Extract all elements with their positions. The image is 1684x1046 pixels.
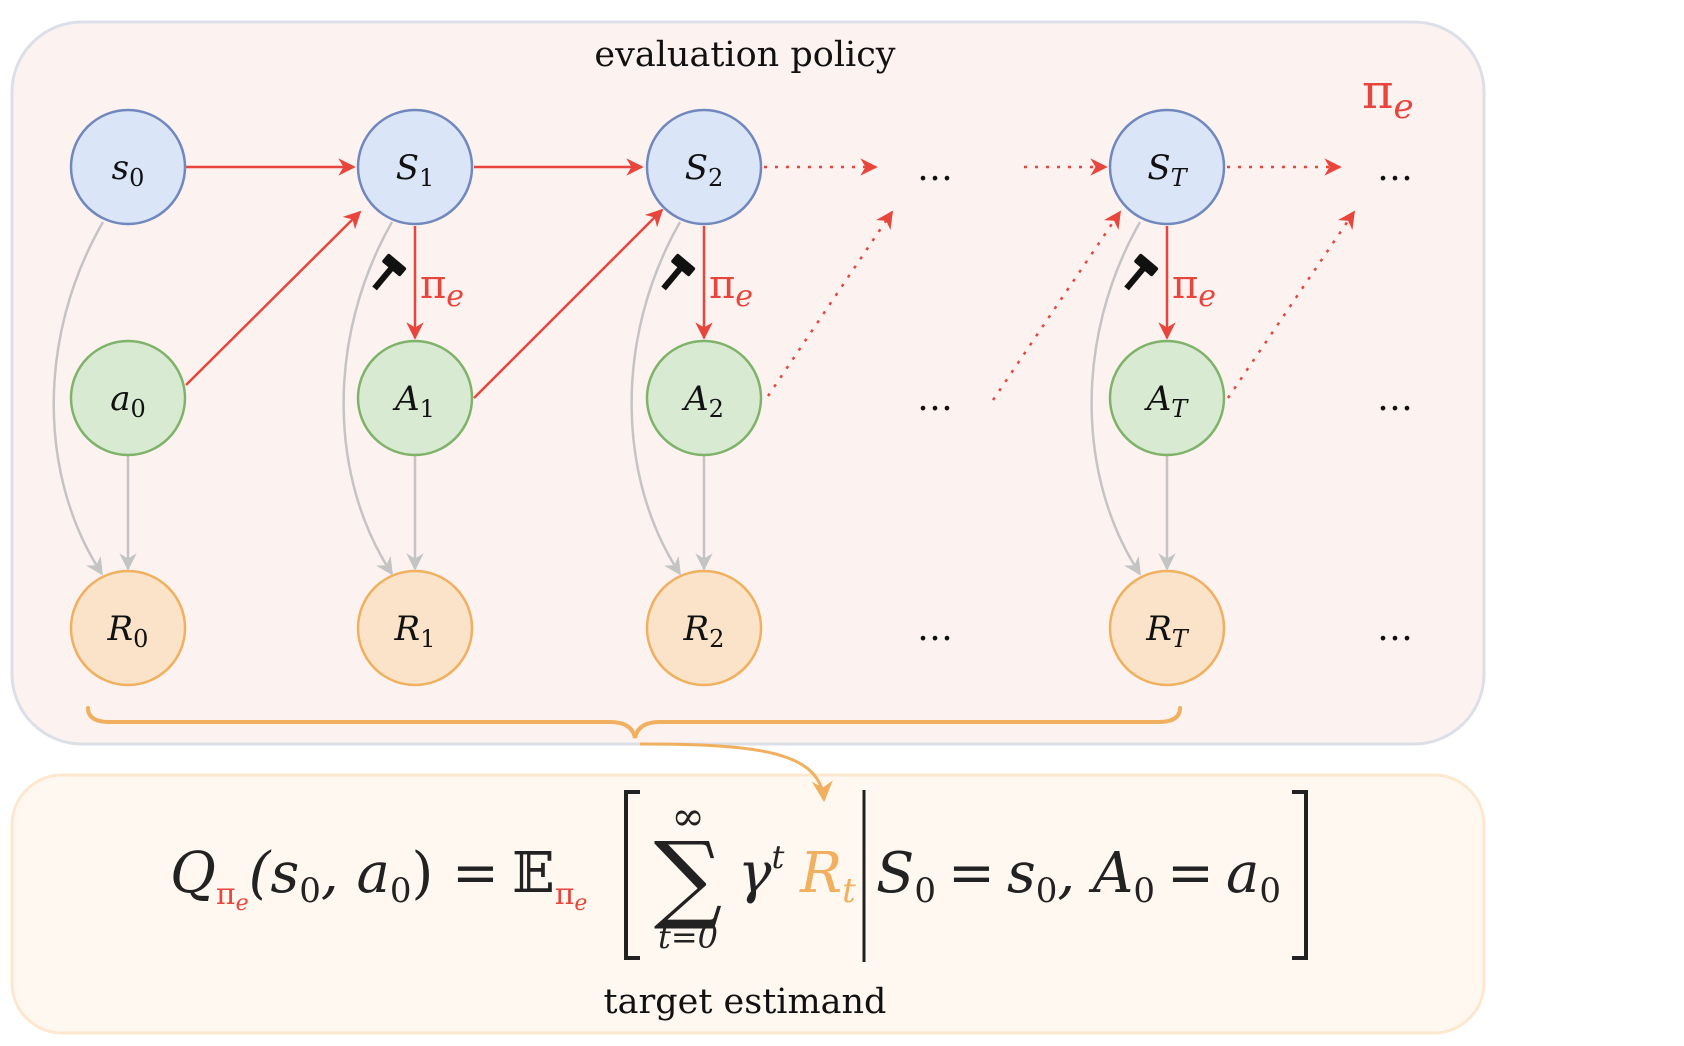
edge-AT-dots bbox=[1226, 210, 1356, 399]
formula-equals: = bbox=[452, 841, 499, 906]
action-nodes: a0 A1 A2 AT bbox=[69, 339, 1226, 457]
hammer-icon bbox=[661, 253, 696, 291]
state-reward-edges bbox=[52, 221, 1142, 576]
node-A2: A2 bbox=[645, 339, 763, 457]
svg-text:a0: a0 bbox=[110, 379, 146, 423]
hammer-icon bbox=[372, 253, 407, 291]
left-bracket bbox=[624, 790, 640, 960]
edge-A2-dots bbox=[766, 210, 894, 397]
bottom-label: target estimand bbox=[604, 982, 887, 1022]
edge-S2-R2 bbox=[630, 221, 682, 576]
edge-A1-S2 bbox=[473, 208, 664, 399]
sum-lower: t=0 bbox=[658, 918, 718, 956]
target-estimand-panel bbox=[10, 773, 1486, 1035]
edge-ST-RT bbox=[1090, 221, 1142, 576]
node-S2: S2 bbox=[645, 108, 763, 226]
edge-s0-R0 bbox=[52, 221, 105, 576]
node-RT: RT bbox=[1108, 569, 1226, 687]
edge-policy-label: πe bbox=[709, 262, 753, 314]
node-AT: AT bbox=[1108, 339, 1226, 457]
ellipsis-reward-mid: … bbox=[917, 608, 953, 649]
svg-text:AT: AT bbox=[1144, 379, 1190, 423]
node-a0: a0 bbox=[69, 339, 187, 457]
svg-text:S1: S1 bbox=[396, 148, 435, 192]
node-A1: A1 bbox=[356, 339, 474, 457]
hammer-icon bbox=[1124, 253, 1159, 291]
action-reward-edges bbox=[119, 456, 1176, 571]
reward-term: Rt bbox=[799, 841, 856, 911]
ellipsis-reward-end: … bbox=[1377, 608, 1413, 649]
policy-label: πe bbox=[1362, 64, 1414, 127]
svg-text:ST: ST bbox=[1147, 148, 1188, 192]
svg-text:R0: R0 bbox=[107, 609, 149, 653]
svg-text:A1: A1 bbox=[392, 379, 435, 423]
continuation-edges bbox=[764, 158, 1356, 401]
ellipsis-action-end: … bbox=[1377, 378, 1413, 419]
formula: Qπe(s0, a0) = 𝔼πe ∞ ∑ t=0 γt Rt S0=s0, A… bbox=[170, 790, 1308, 962]
right-bracket bbox=[1292, 790, 1308, 960]
curly-brace bbox=[86, 706, 1182, 739]
ellipsis-state-end: … bbox=[1377, 148, 1413, 189]
edge-dots-ST-diag bbox=[991, 210, 1122, 401]
node-R2: R2 bbox=[645, 569, 763, 687]
svg-text:R1: R1 bbox=[394, 609, 436, 653]
svg-text:R2: R2 bbox=[683, 609, 725, 653]
formula-expectation: 𝔼πe bbox=[512, 841, 587, 916]
node-R0: R0 bbox=[69, 569, 187, 687]
gamma-term: γt bbox=[738, 838, 784, 906]
edge-policy-label: πe bbox=[420, 262, 464, 314]
formula-condition: S0=s0, A0=a0 bbox=[876, 841, 1281, 911]
sum-upper: ∞ bbox=[671, 794, 704, 840]
node-S1: S1 bbox=[356, 108, 474, 226]
sum-symbol: ∑ bbox=[654, 821, 723, 933]
edge-policy-label: πe bbox=[1172, 262, 1216, 314]
edge-a0-S1 bbox=[185, 210, 362, 386]
svg-text:s0: s0 bbox=[112, 148, 145, 192]
reward-nodes: R0 R1 R2 RT bbox=[69, 569, 1226, 687]
transition-edges bbox=[185, 158, 1176, 399]
brace-arrow bbox=[639, 742, 833, 803]
svg-text:A2: A2 bbox=[681, 379, 724, 423]
ellipsis-state-mid: … bbox=[917, 148, 953, 189]
edge-S1-R1 bbox=[342, 221, 394, 576]
node-s0: s0 bbox=[69, 108, 187, 226]
node-R1: R1 bbox=[356, 569, 474, 687]
state-nodes: s0 S1 S2 ST bbox=[69, 108, 1226, 226]
ellipses: … … … … … … bbox=[917, 148, 1413, 649]
panel-title: evaluation policy bbox=[594, 35, 895, 75]
svg-text:RT: RT bbox=[1145, 609, 1190, 653]
ellipsis-action-mid: … bbox=[917, 378, 953, 419]
svg-text:S2: S2 bbox=[685, 148, 724, 192]
node-ST: ST bbox=[1108, 108, 1226, 226]
formula-lhs: Qπe(s0, a0) bbox=[170, 841, 433, 916]
